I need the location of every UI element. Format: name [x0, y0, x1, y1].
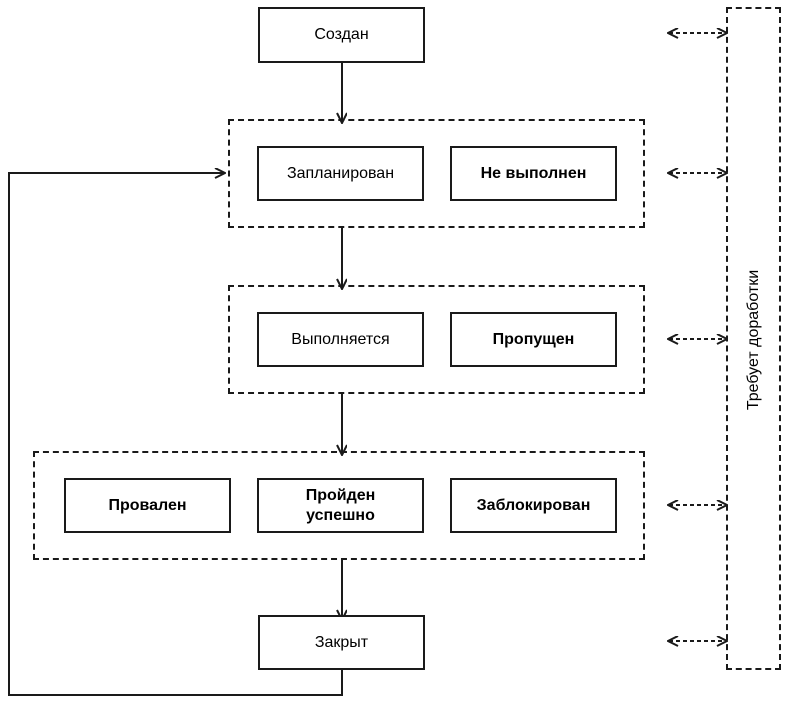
state-rework-label: Требует доработки: [745, 269, 762, 411]
group-in-progress: [228, 285, 645, 394]
state-failed[interactable]: Провален: [64, 478, 231, 533]
state-closed[interactable]: Закрыт: [258, 615, 425, 670]
state-planned[interactable]: Запланирован: [257, 146, 424, 201]
state-skipped[interactable]: Пропущен: [450, 312, 617, 367]
edge-closed-to-planned-loop: [8, 173, 343, 696]
state-passed[interactable]: Пройден успешно: [257, 478, 424, 533]
state-created[interactable]: Создан: [258, 7, 425, 63]
state-in-progress[interactable]: Выполняется: [257, 312, 424, 367]
group-planned: [228, 119, 645, 228]
state-blocked[interactable]: Заблокирован: [450, 478, 617, 533]
state-not-executed[interactable]: Не выполнен: [450, 146, 617, 201]
